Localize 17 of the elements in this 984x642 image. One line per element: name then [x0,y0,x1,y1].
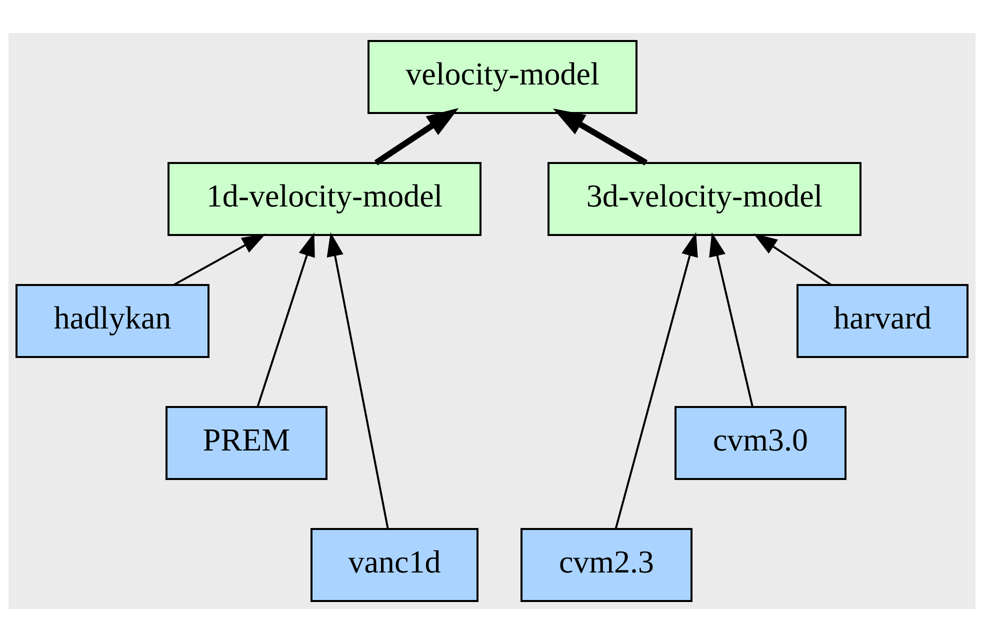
node-box: 3d-velocity-model [548,162,862,236]
node-box: PREM [166,406,328,480]
arrow [326,232,389,530]
arrow [374,108,459,166]
node-box: cvm3.0 [674,406,846,480]
arrow [709,232,754,407]
node-box: harvard [796,284,968,358]
node-box: hadlykan [16,284,210,358]
node-box: velocity-model [368,40,638,114]
arrow [552,108,648,166]
arrow [753,233,832,286]
node-box: cvm2.3 [520,528,692,602]
node-box: vanc1d [310,528,478,602]
arrow [614,232,698,530]
node-box: 1d-velocity-model [168,162,482,236]
arrow [173,234,266,286]
arrow [256,232,315,407]
